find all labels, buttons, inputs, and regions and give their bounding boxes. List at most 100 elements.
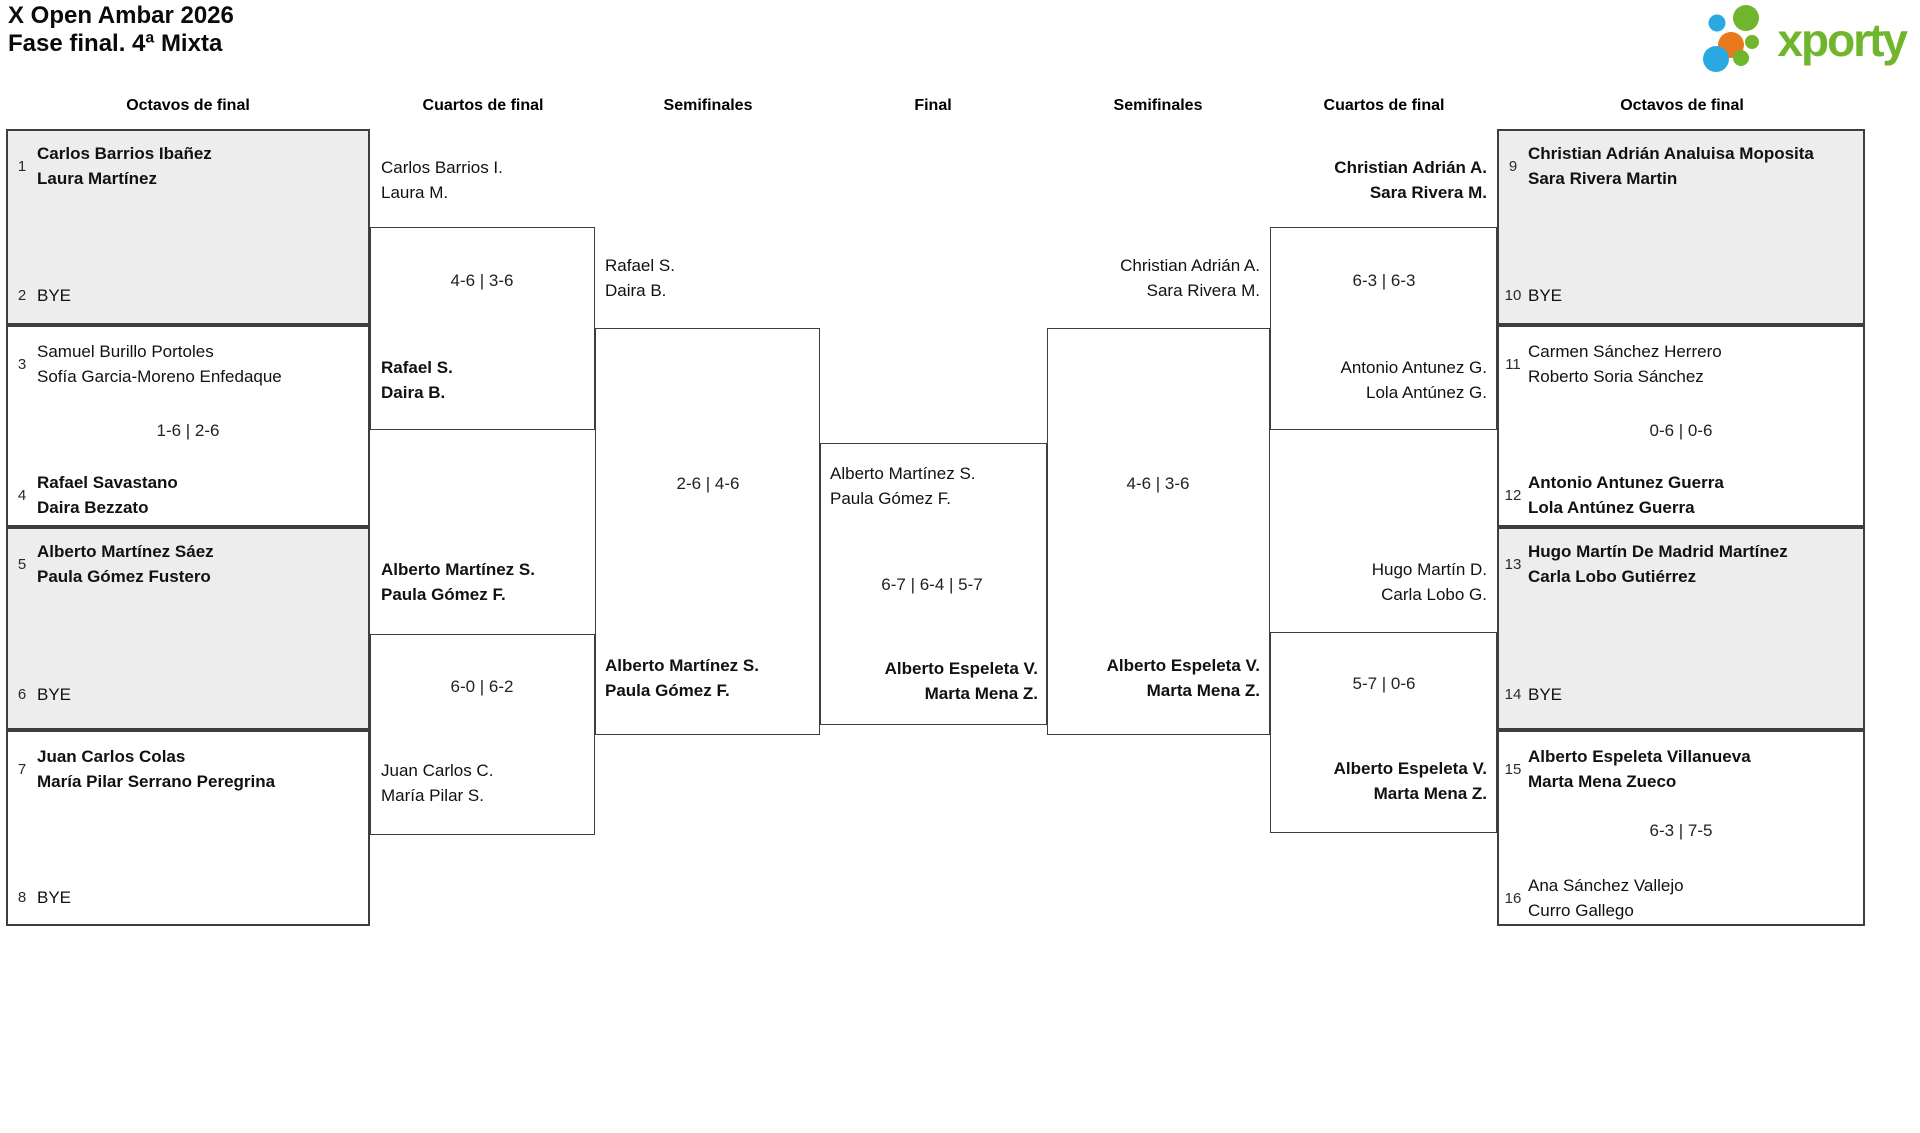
seed-number: 2	[17, 287, 27, 304]
match-score: 2-6 | 4-6	[676, 474, 740, 493]
seed-number: 15	[1504, 760, 1522, 778]
match-entry-label: Christian Adrián A.Sara Rivera M.	[1120, 256, 1260, 300]
seed-number: 8	[17, 889, 27, 906]
logo-dots-icon	[1703, 5, 1760, 72]
bracket-box-final	[820, 443, 1047, 725]
match-score: 1-6 | 2-6	[156, 421, 220, 440]
match-entry-label: Juan Carlos C.María Pilar S.	[381, 761, 494, 805]
match-entry-label: Rafael S.Daira B.	[605, 256, 675, 300]
seed-number: 13	[1504, 555, 1522, 573]
match-score: 6-7 | 6-4 | 5-7	[881, 575, 983, 594]
seed-number: 1	[17, 157, 27, 175]
seed-number: 3	[17, 355, 27, 373]
round-header-semis-right: Semifinales	[1113, 97, 1203, 114]
bracket-box-cuartos-1	[370, 227, 595, 430]
match-score: 6-3 | 7-5	[1649, 821, 1713, 840]
round-header-semis-left: Semifinales	[663, 97, 753, 114]
tournament-name: X Open Ambar 2026	[8, 2, 234, 29]
seed-number: 14	[1504, 686, 1522, 703]
bracket-box-cuartos-3	[1270, 227, 1497, 430]
match-score: 5-7 | 0-6	[1352, 674, 1416, 693]
team-names: BYE	[37, 685, 72, 704]
final-entry-label: Alberto Martínez S.Paula Gómez F.	[830, 464, 976, 508]
bracket-box-semi-right	[1047, 328, 1270, 735]
seed-number: 16	[1504, 889, 1522, 907]
seed-number: 4	[17, 486, 27, 504]
round-header-cuartos-right: Cuartos de final	[1323, 97, 1445, 114]
logo-wordmark: xporty	[1777, 13, 1908, 66]
match-entry-label: Carlos Barrios I.Laura M.	[381, 158, 503, 202]
seed-number: 10	[1504, 287, 1522, 304]
bracket-box-cuartos-4	[1270, 632, 1497, 833]
match-entry-label: Alberto Martínez S.Paula Gómez F.	[605, 656, 759, 700]
team-entry: 10 BYE	[1503, 283, 1859, 308]
match-entry-label: Alberto Martínez S.Paula Gómez F.	[381, 560, 535, 604]
match-score: 4-6 | 3-6	[1126, 474, 1190, 493]
team-entry: 2 BYE	[12, 283, 364, 308]
team-names: BYE	[1528, 685, 1563, 704]
match-entry-label: Antonio Antunez G.Lola Antúnez G.	[1340, 358, 1488, 402]
seed-number: 6	[17, 686, 27, 703]
round-header-final: Final	[914, 97, 952, 114]
match-score: 6-3 | 6-3	[1352, 271, 1416, 290]
seed-number: 7	[17, 760, 27, 778]
seed-number: 12	[1504, 486, 1522, 504]
match-entry-label: Hugo Martín D.Carla Lobo G.	[1371, 560, 1487, 604]
match-score: 6-0 | 6-2	[450, 677, 514, 696]
team-names: BYE	[37, 286, 72, 305]
team-entry: 6 BYE	[12, 682, 364, 707]
match-score: 0-6 | 0-6	[1649, 421, 1713, 440]
round-header-octavos-left: Octavos de final	[126, 97, 250, 114]
team-names: BYE	[37, 888, 72, 907]
match-entry-label: Christian Adrián A.Sara Rivera M.	[1334, 158, 1487, 202]
team-names: BYE	[1528, 286, 1563, 305]
round-header-octavos-right: Octavos de final	[1620, 97, 1744, 114]
round-header-cuartos-left: Cuartos de final	[422, 97, 544, 114]
match-entry-label: Alberto Espeleta V.Marta Mena Z.	[1106, 656, 1260, 700]
team-entry: 14 BYE	[1503, 682, 1859, 707]
team-entry: 8 BYE	[12, 885, 364, 910]
page-title: X Open Ambar 2026 Fase final. 4ª Mixta	[8, 2, 234, 58]
match-entry-label: Rafael S.Daira B.	[381, 358, 453, 402]
bracket-box-cuartos-2	[370, 634, 595, 835]
match-score: 4-6 | 3-6	[450, 271, 514, 290]
bracket-box-semi-left	[595, 328, 820, 735]
seed-number: 9	[1508, 157, 1518, 175]
brand-logo[interactable]: xporty	[1695, 2, 1908, 77]
final-winner-label: Alberto Espeleta V.Marta Mena Z.	[884, 659, 1038, 703]
seed-number: 11	[1505, 355, 1521, 373]
match-entry-label: Alberto Espeleta V.Marta Mena Z.	[1333, 759, 1487, 803]
phase-subtitle: Fase final. 4ª Mixta	[8, 30, 223, 57]
seed-number: 5	[17, 555, 27, 573]
